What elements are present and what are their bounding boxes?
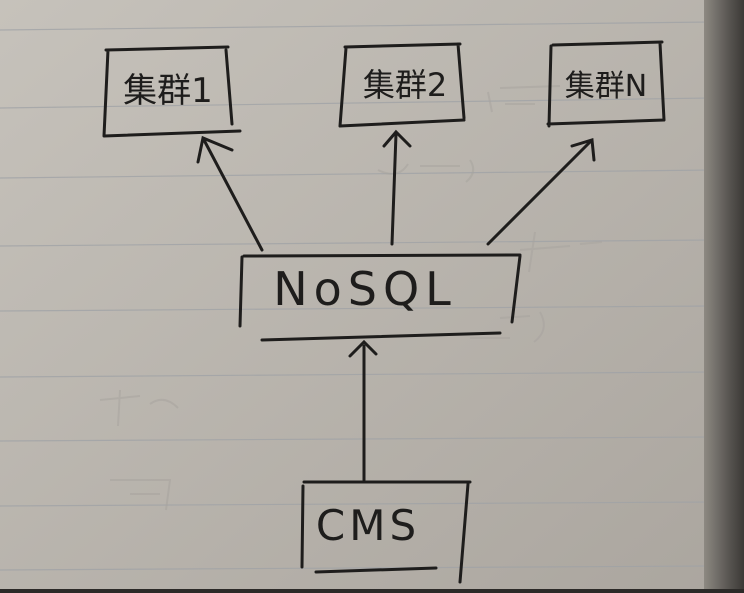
nosql-box: NoSQL	[238, 253, 522, 342]
cluster-n-label: 集群N	[565, 69, 647, 104]
cms-label: CMS	[316, 501, 420, 550]
nosql-label: NoSQL	[273, 262, 457, 316]
cluster-n-box: 集群N	[546, 40, 666, 128]
cluster-2-label: 集群2	[363, 66, 447, 104]
notebook-edge	[704, 0, 744, 589]
edge-nosql-to-cluster-1	[196, 135, 264, 252]
cluster-2-box: 集群2	[338, 42, 466, 128]
cluster-1-label: 集群1	[123, 71, 213, 111]
edge-nosql-to-cluster-2	[382, 129, 412, 246]
paper	[0, 0, 712, 589]
ruled-lines	[0, 21, 713, 571]
edge-nosql-to-cluster-n	[486, 138, 596, 246]
cluster-1-box: 集群1	[102, 45, 242, 138]
edge-cms-to-nosql	[348, 339, 378, 482]
cms-box: CMS	[300, 480, 472, 584]
